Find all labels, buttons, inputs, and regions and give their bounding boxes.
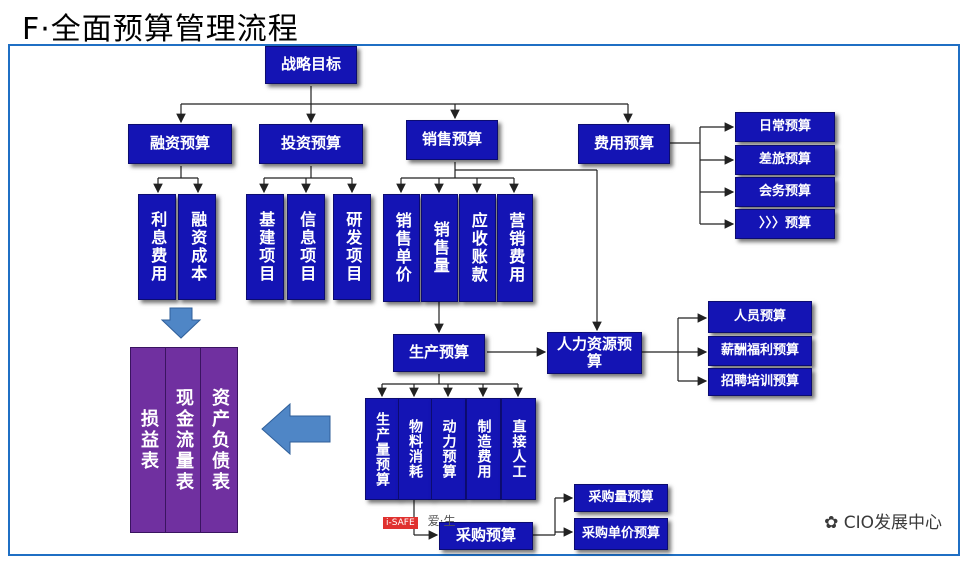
node-purchase-volume: 采购量预算 bbox=[574, 484, 668, 512]
node-financing-cost: 融资成本 bbox=[178, 194, 216, 300]
node-receivables: 应收账款 bbox=[459, 194, 496, 302]
node-purchase-unit-price: 采购单价预算 bbox=[574, 518, 668, 550]
node-info-project: 信息项目 bbox=[287, 194, 325, 300]
left-arrow-icon bbox=[261, 402, 331, 456]
node-income-statement: 损益表 bbox=[130, 347, 166, 533]
node-staff-budget: 人员预算 bbox=[708, 301, 812, 333]
node-hr: 人力资源预算 bbox=[547, 332, 642, 374]
logo-badge: i-SAFE bbox=[383, 517, 418, 529]
brand-logo: i-SAFE 爱·生 bbox=[383, 512, 455, 529]
logo-tagline: 爱·生 bbox=[427, 514, 456, 528]
node-interest-expense: 利息费用 bbox=[138, 194, 176, 300]
node-procurement: 采购预算 bbox=[439, 522, 533, 550]
watermark-label: CIO发展中心 bbox=[843, 513, 942, 533]
node-sales: 销售预算 bbox=[406, 120, 498, 160]
page-title: F·全面预算管理流程 bbox=[22, 12, 299, 47]
node-balance-sheet: 资产负债表 bbox=[200, 347, 238, 533]
node-travel-budget: 差旅预算 bbox=[735, 145, 835, 175]
node-infrastructure-project: 基建项目 bbox=[246, 194, 284, 300]
node-strategy: 战略目标 bbox=[265, 46, 357, 84]
node-direct-labor: 直接人工 bbox=[501, 398, 536, 500]
node-sales-unit-price: 销售单价 bbox=[383, 194, 420, 302]
node-rd-project: 研发项目 bbox=[333, 194, 371, 300]
node-production: 生产预算 bbox=[393, 334, 485, 372]
node-other-budget: 〉〉〉预算 bbox=[735, 209, 835, 239]
node-material-consumption: 物料消耗 bbox=[398, 398, 432, 500]
node-manufacturing-expense: 制造费用 bbox=[466, 398, 501, 500]
wechat-icon: ✿ bbox=[824, 513, 844, 533]
node-financing: 融资预算 bbox=[128, 124, 232, 164]
node-power-budget: 动力预算 bbox=[431, 398, 466, 500]
node-investment: 投资预算 bbox=[259, 124, 363, 164]
node-sales-volume: 销售量 bbox=[421, 194, 458, 302]
node-production-volume: 生产量预算 bbox=[365, 398, 399, 500]
node-cash-flow-statement: 现金流量表 bbox=[165, 347, 201, 533]
node-meeting-budget: 会务预算 bbox=[735, 177, 835, 207]
node-daily-budget: 日常预算 bbox=[735, 112, 835, 142]
node-marketing-expense: 营销费用 bbox=[497, 194, 533, 302]
node-expense: 费用预算 bbox=[578, 124, 670, 164]
watermark-text: ✿ CIO发展中心 bbox=[824, 508, 942, 533]
node-recruit-training-budget: 招聘培训预算 bbox=[708, 368, 812, 396]
node-salary-welfare-budget: 薪酬福利预算 bbox=[708, 336, 812, 366]
down-arrow-icon bbox=[160, 307, 202, 339]
